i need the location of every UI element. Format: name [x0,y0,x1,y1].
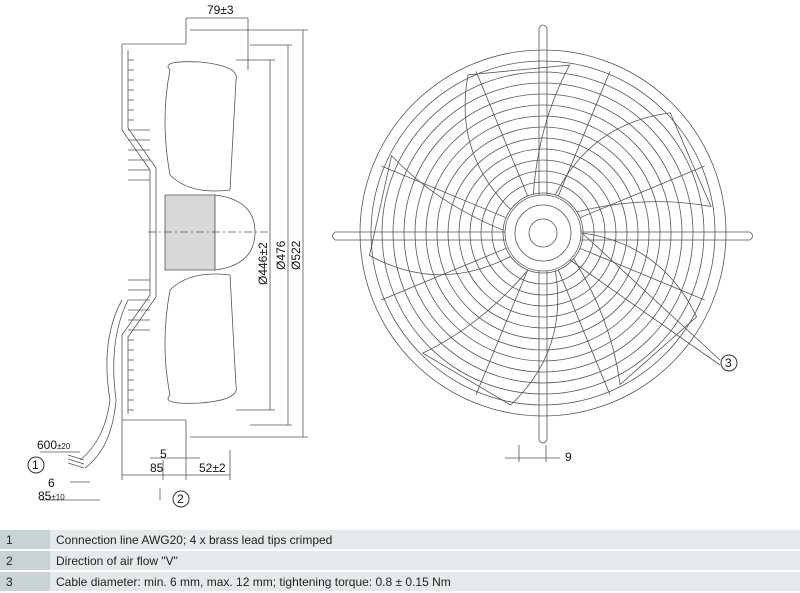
guard-ring [425,115,661,351]
dim-522: Ø522 [289,240,303,270]
guard-ring [414,104,672,362]
guard-ring [480,170,606,296]
fan-technical-drawing: 79±3 Ø446±2 Ø476 Ø522 600±20 6 85±10 5 8… [27,3,753,508]
guard-ring [359,49,727,417]
dimension-labels: 79±3 Ø446±2 Ø476 Ø522 600±20 6 85±10 5 8… [27,3,738,508]
guard-ring [491,181,595,285]
callout-3: 3 [725,356,732,370]
dim-85-cable: 85±10 [38,489,65,503]
dim-5: 5 [160,447,167,461]
guard-spoke [579,165,705,219]
dim-85: 85 [150,461,164,475]
dim-9: 9 [565,450,572,464]
guard-spoke [475,269,529,395]
dim-6: 6 [48,476,55,490]
guard-spoke [381,247,507,301]
dim-79: 79±3 [207,3,234,17]
callout-1: 1 [32,458,39,472]
guard-ring [381,71,705,395]
guard-ring [447,137,639,329]
dim-52: 52±2 [199,461,226,475]
guard-ring [458,148,628,318]
callout-2: 2 [177,492,184,506]
guard-spoke [557,71,611,197]
fan-blade [573,232,698,386]
fan-blade [464,64,571,210]
fan-blade [421,269,559,406]
front-view [332,24,753,444]
guard-spoke [579,247,705,301]
guard-ring [392,82,694,384]
guard-ring [436,126,650,340]
dim-600: 600±20 [37,438,71,452]
guard-ring [370,60,716,406]
dim-476: Ø476 [274,240,288,270]
fan-blade [368,154,511,276]
guard-spoke [381,165,507,219]
guard-spoke [557,269,611,395]
guard-ring [403,93,683,373]
side-view [40,17,560,501]
dim-446: Ø446±2 [256,242,270,285]
guard-spoke [475,71,529,197]
guard-ring [469,159,617,307]
fan-blade [555,112,712,213]
